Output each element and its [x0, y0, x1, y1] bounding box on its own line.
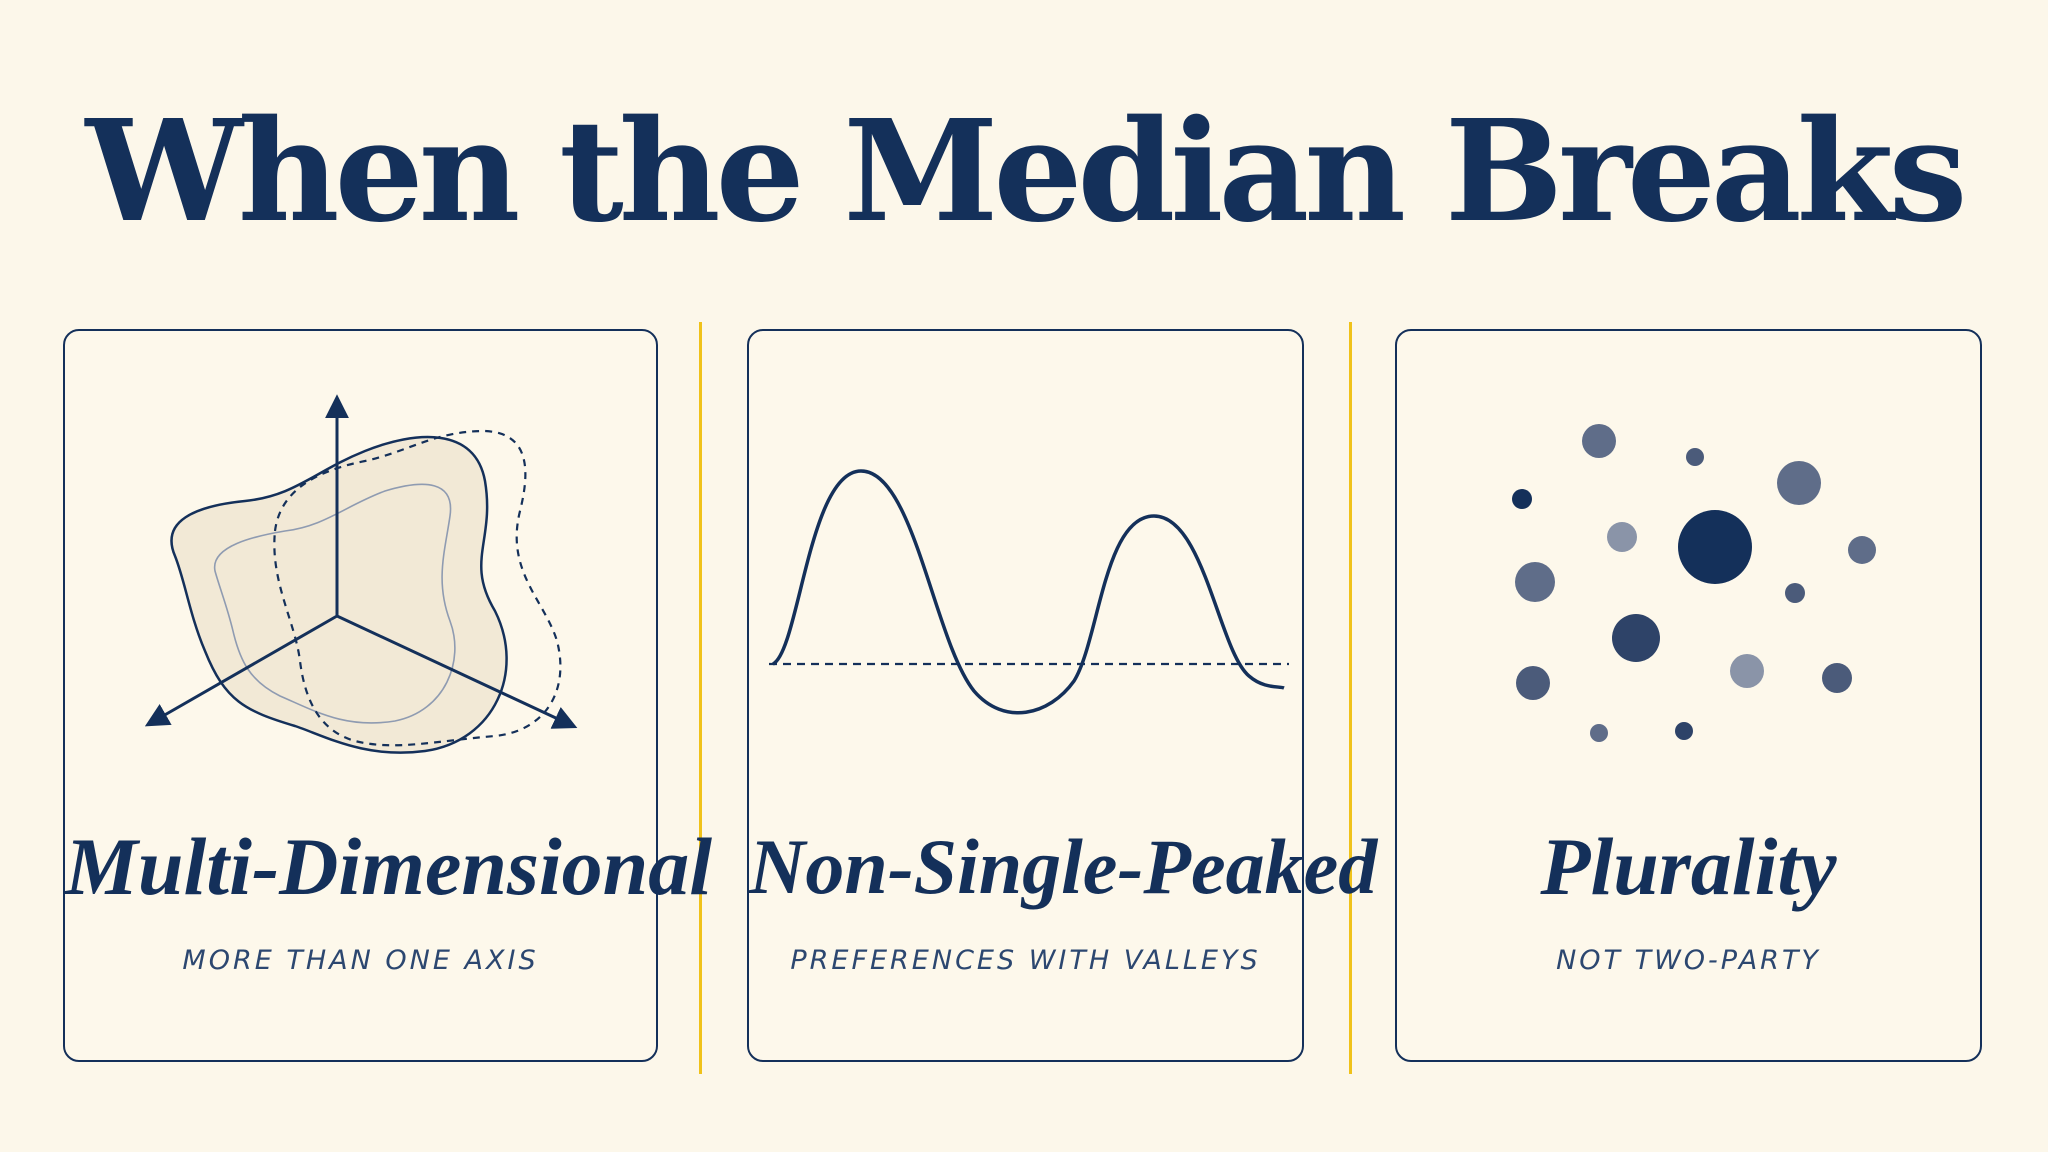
card-multi-dimensional: Multi-Dimensional MORE THAN ONE AXIS — [63, 329, 713, 1062]
scattered-dots-icon — [1512, 424, 1876, 742]
3d-axes-blob-icon — [144, 394, 578, 754]
card-title: Non-Single-Peaked — [749, 823, 1378, 910]
card-subtitle: MORE THAN ONE AXIS — [182, 945, 539, 976]
card-subtitle: PREFERENCES WITH VALLEYS — [790, 945, 1261, 976]
divider — [699, 322, 702, 1074]
card-non-single-peaked: Non-Single-Peaked PREFERENCES WITH VALLE… — [747, 329, 1378, 1062]
card-title: Multi-Dimensional — [65, 821, 713, 912]
divider — [1349, 322, 1352, 1074]
bimodal-curve-icon — [769, 469, 1289, 715]
card-subtitle: NOT TWO-PARTY — [1556, 945, 1821, 976]
card-plurality: Plurality NOT TWO-PARTY — [1395, 329, 1982, 1062]
page-title: When the Median Breaks — [85, 90, 1968, 254]
card-title: Plurality — [1540, 821, 1837, 912]
